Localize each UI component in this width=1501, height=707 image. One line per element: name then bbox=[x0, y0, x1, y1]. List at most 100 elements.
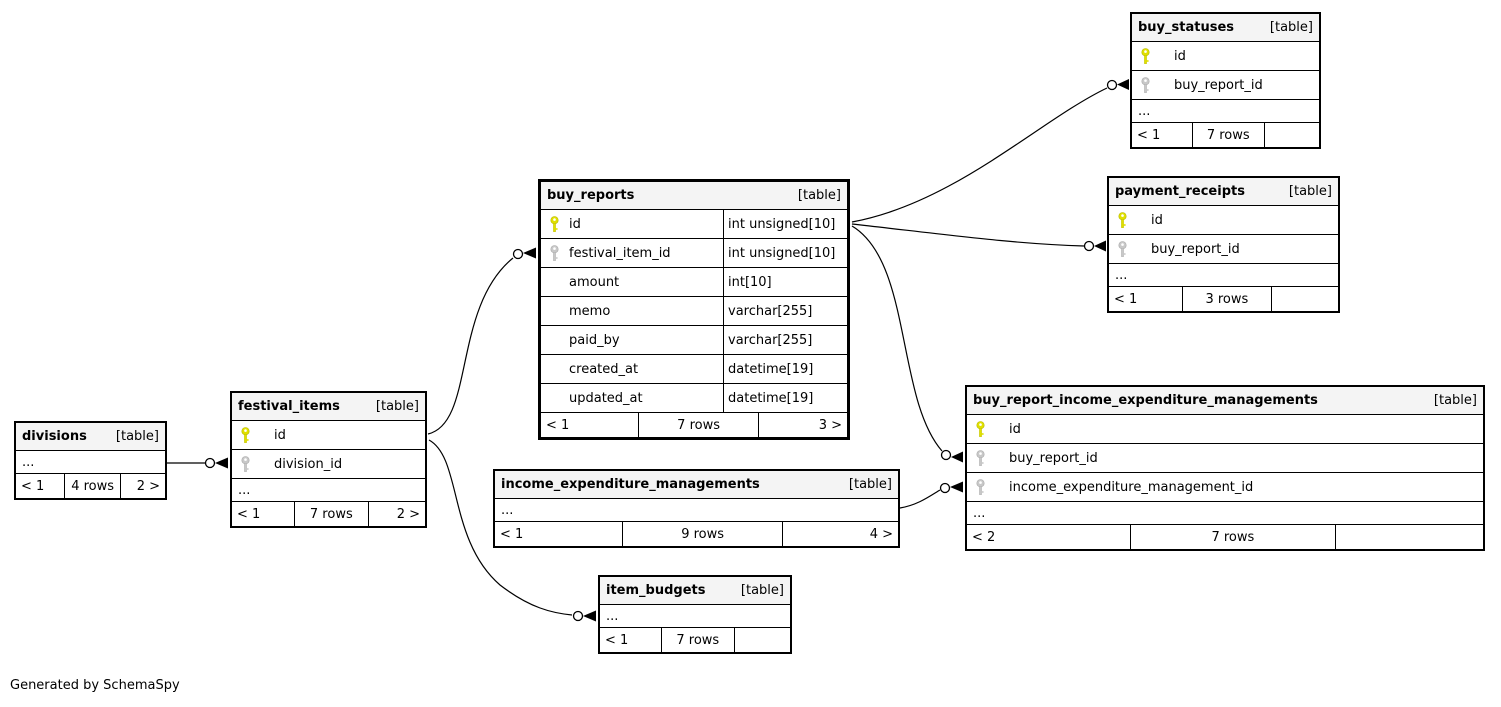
table-header: payment_receipts [table] bbox=[1109, 178, 1338, 206]
table-footer: < 1 3 rows bbox=[1109, 287, 1338, 311]
column-name: updated_at bbox=[569, 390, 643, 406]
more-columns-ellipsis: ... bbox=[1132, 100, 1319, 123]
no-key-spacer bbox=[549, 390, 561, 407]
table-name-link[interactable]: buy_reports bbox=[547, 188, 635, 203]
column-row: memo varchar[255] bbox=[541, 297, 847, 326]
table-type-label: [table] bbox=[797, 188, 841, 203]
column-name: id bbox=[1009, 421, 1021, 437]
foreign-key-icon bbox=[240, 455, 252, 473]
footer-rowcount: 4 rows bbox=[63, 474, 121, 498]
table-divisions: divisions [table] ... < 1 4 rows 2 > bbox=[14, 421, 167, 500]
table-footer: < 1 7 rows bbox=[600, 628, 790, 652]
table-type-label: [table] bbox=[740, 583, 784, 598]
footer-rowcount: 9 rows bbox=[622, 522, 782, 546]
column-type: int unsigned[10] bbox=[728, 216, 836, 232]
column-row: festival_item_id int unsigned[10] bbox=[541, 239, 847, 268]
column-row: id bbox=[1132, 42, 1319, 71]
column-row: income_expenditure_management_id bbox=[967, 473, 1483, 502]
table-header: buy_reports [table] bbox=[541, 182, 847, 210]
column-row: id int unsigned[10] bbox=[541, 210, 847, 239]
fk-connector-buy_statuses-buy_report_id bbox=[851, 79, 1129, 223]
footer-children: 4 > bbox=[782, 522, 898, 546]
table-name-link[interactable]: payment_receipts bbox=[1115, 184, 1245, 199]
column-name: id bbox=[274, 427, 286, 443]
table-name-link[interactable]: buy_report_income_expenditure_management… bbox=[973, 393, 1318, 408]
table-buy_report_income_expenditure_managements: buy_report_income_expenditure_management… bbox=[965, 385, 1485, 551]
column-type: varchar[255] bbox=[728, 332, 813, 348]
table-name-link[interactable]: buy_statuses bbox=[1138, 20, 1235, 35]
table-header: divisions [table] bbox=[16, 423, 165, 451]
table-footer: < 1 7 rows bbox=[1132, 123, 1319, 147]
footer-rowcount: 3 rows bbox=[1181, 287, 1271, 311]
footer-parents: < 2 bbox=[972, 529, 996, 545]
table-name-link[interactable]: festival_items bbox=[238, 399, 340, 414]
footer-parents: < 1 bbox=[1114, 291, 1138, 307]
footer-children bbox=[1263, 123, 1319, 147]
column-row: amount int[10] bbox=[541, 268, 847, 297]
column-row: id bbox=[1109, 206, 1338, 235]
column-row: buy_report_id bbox=[1109, 235, 1338, 264]
table-footer: < 1 4 rows 2 > bbox=[16, 474, 165, 498]
column-name: id bbox=[1174, 48, 1186, 64]
column-row: id bbox=[232, 421, 425, 450]
primary-key-icon bbox=[975, 420, 987, 438]
fk-connector-buy_reports-festival_item_id bbox=[427, 247, 536, 435]
table-name-link[interactable]: income_expenditure_managements bbox=[501, 477, 760, 492]
column-row: id bbox=[967, 415, 1483, 444]
table-item_budgets: item_budgets [table] ... < 1 7 rows bbox=[598, 575, 792, 654]
column-name: id bbox=[569, 216, 581, 232]
no-key-spacer bbox=[549, 274, 561, 291]
column-name: division_id bbox=[274, 456, 343, 472]
footer-parents: < 1 bbox=[500, 526, 524, 542]
footer-children bbox=[1270, 287, 1338, 311]
column-row: created_at datetime[19] bbox=[541, 355, 847, 384]
footer-rowcount: 7 rows bbox=[637, 413, 758, 437]
fk-connector-brem-income_expenditure_management_id bbox=[899, 481, 963, 509]
column-type: datetime[19] bbox=[728, 390, 814, 406]
foreign-key-icon bbox=[1117, 240, 1129, 258]
table-type-label: [table] bbox=[1433, 393, 1477, 408]
column-type: int unsigned[10] bbox=[728, 245, 836, 261]
table-name-link[interactable]: divisions bbox=[22, 429, 87, 444]
footer-rowcount: 7 rows bbox=[1129, 525, 1336, 549]
table-footer: < 2 7 rows bbox=[967, 525, 1483, 549]
foreign-key-icon bbox=[975, 449, 987, 467]
table-income_expenditure_managements: income_expenditure_managements [table] .… bbox=[493, 469, 900, 548]
column-name: buy_report_id bbox=[1009, 450, 1098, 466]
footer-children: 3 > bbox=[758, 413, 847, 437]
column-name: created_at bbox=[569, 361, 639, 377]
table-header: income_expenditure_managements [table] bbox=[495, 471, 898, 499]
generated-by-note: Generated by SchemaSpy bbox=[10, 678, 180, 693]
footer-parents: < 1 bbox=[21, 478, 45, 494]
footer-children bbox=[1335, 525, 1483, 549]
primary-key-icon bbox=[549, 215, 561, 233]
footer-children: 2 > bbox=[120, 474, 165, 498]
more-columns-ellipsis: ... bbox=[967, 502, 1483, 525]
table-type-label: [table] bbox=[375, 399, 419, 414]
table-type-label: [table] bbox=[848, 477, 892, 492]
column-name: amount bbox=[569, 274, 620, 290]
fk-connector-payment_receipts-buy_report_id bbox=[851, 223, 1106, 252]
primary-key-icon bbox=[1117, 211, 1129, 229]
table-header: item_budgets [table] bbox=[600, 577, 790, 605]
column-name: festival_item_id bbox=[569, 245, 671, 261]
table-footer: < 1 7 rows 2 > bbox=[232, 502, 425, 526]
column-type: int[10] bbox=[728, 274, 772, 290]
table-footer: < 1 9 rows 4 > bbox=[495, 522, 898, 546]
column-name: income_expenditure_management_id bbox=[1009, 479, 1254, 495]
foreign-key-icon bbox=[975, 478, 987, 496]
no-key-spacer bbox=[549, 361, 561, 378]
footer-rowcount: 7 rows bbox=[293, 502, 369, 526]
no-key-spacer bbox=[549, 332, 561, 349]
table-name-link[interactable]: item_budgets bbox=[606, 583, 706, 598]
primary-key-icon bbox=[1140, 47, 1152, 65]
table-festival_items: festival_items [table] id division_id ..… bbox=[230, 391, 427, 528]
table-footer: < 1 7 rows 3 > bbox=[541, 413, 847, 437]
column-type: varchar[255] bbox=[728, 303, 813, 319]
more-columns-ellipsis: ... bbox=[495, 499, 898, 522]
footer-parents: < 1 bbox=[1137, 127, 1161, 143]
table-header: festival_items [table] bbox=[232, 393, 425, 421]
footer-children bbox=[733, 628, 790, 652]
footer-parents: < 1 bbox=[546, 417, 570, 433]
